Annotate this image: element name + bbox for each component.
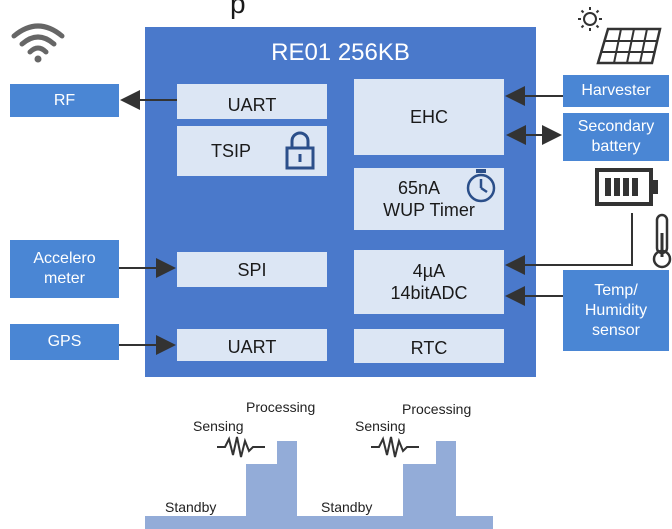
rtc-label: RTC xyxy=(410,338,448,358)
timer-name-label: WUP Timer xyxy=(383,200,475,220)
uart-gps-block: UART xyxy=(177,329,327,361)
secondary-battery-box: Secondary battery xyxy=(563,113,669,161)
ehc-label: EHC xyxy=(409,107,448,127)
battery-label-line1: Secondary xyxy=(577,118,655,135)
sensor-label-line2: Humidity xyxy=(584,301,648,319)
uart-gps-label: UART xyxy=(227,337,277,357)
adc-current-label: 4µA xyxy=(412,261,446,281)
sensor-label-line1: Temp/ xyxy=(594,281,638,299)
adc-block: 4µA 14bitADC xyxy=(354,250,504,314)
waveform-icon xyxy=(217,436,265,458)
temp-humidity-sensor-box: Temp/ Humidity sensor xyxy=(563,270,669,351)
timer-current-label: 65nA xyxy=(397,178,441,198)
spi-label: SPI xyxy=(237,259,267,280)
sensing-label-2: Sensing xyxy=(355,418,406,434)
chip-title: RE01 256KB xyxy=(271,39,410,66)
solar-panel-icon xyxy=(578,7,662,65)
rtc-block: RTC xyxy=(354,329,504,363)
ehc-block: EHC xyxy=(354,79,504,155)
spi-block: SPI xyxy=(177,252,327,287)
lock-icon xyxy=(285,131,315,170)
tsip-label: TSIP xyxy=(210,141,251,161)
battery-label-line2: battery xyxy=(591,138,641,155)
accelerometer-label-line1: Accelero xyxy=(33,250,96,267)
processing-label-2: Processing xyxy=(402,401,472,417)
standby-label-1: Standby xyxy=(165,499,217,515)
uart-rf-label: UART xyxy=(227,94,277,115)
thermometer-icon xyxy=(652,213,672,269)
uart-rf-block: UART xyxy=(177,84,327,119)
sensing-label-1: Sensing xyxy=(193,418,244,434)
sensor-label-line3: sensor xyxy=(591,321,641,339)
sensing-bar-1 xyxy=(246,464,277,516)
battery-icon xyxy=(595,168,658,206)
accelerometer-box: Accelero meter xyxy=(10,240,119,298)
rf-box: RF xyxy=(10,84,119,117)
processing-label-1: Processing xyxy=(246,399,316,415)
gps-box: GPS xyxy=(10,324,119,360)
waveform-icon xyxy=(371,436,419,458)
adc-resolution-label: 14bitADC xyxy=(390,283,468,303)
stopwatch-icon xyxy=(466,169,496,203)
harvester-box: Harvester xyxy=(563,75,669,107)
wup-timer-block: 65nA WUP Timer xyxy=(354,168,504,230)
accelerometer-label-line2: meter xyxy=(44,270,85,287)
page-title-fragment: p xyxy=(230,0,246,19)
sensing-bar-2 xyxy=(403,464,436,516)
rf-label: RF xyxy=(53,91,76,109)
standby-baseline-bar xyxy=(145,516,493,529)
harvester-label: Harvester xyxy=(581,82,651,99)
processing-bar-2 xyxy=(436,441,456,516)
standby-label-2: Standby xyxy=(321,499,373,515)
processing-bar-1 xyxy=(277,441,297,516)
wifi-icon xyxy=(11,23,65,63)
gps-label: GPS xyxy=(47,333,82,350)
